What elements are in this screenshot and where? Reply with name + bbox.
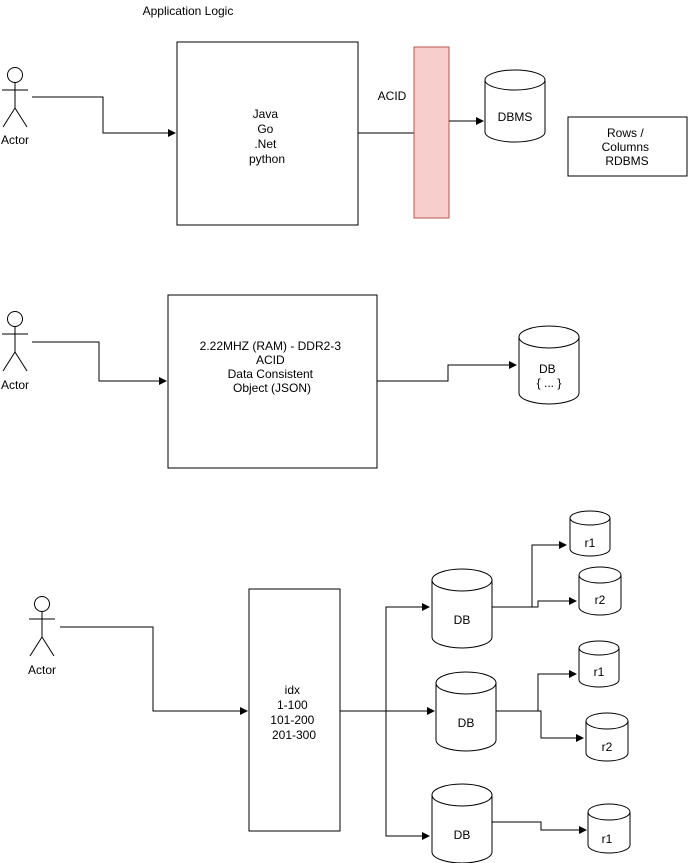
memory-line-3: ACID [256, 353, 285, 367]
memory-db-box [167, 294, 378, 469]
idx-line-3: 101-200 [270, 713, 314, 727]
replica-2b-cylinder [585, 712, 629, 762]
replica-2b-label: r2 [602, 740, 613, 754]
db1-to-r2-edge [532, 597, 577, 608]
json-db-line-2: { ... } [537, 376, 562, 390]
idx-line-1: idx [285, 683, 300, 697]
idx-line-4: 201-300 [272, 728, 316, 742]
idx-to-db3-edge [385, 711, 430, 840]
db3-to-r1-edge [492, 821, 587, 834]
shard-db-2-cylinder [435, 671, 497, 752]
replica-2a-label: r1 [594, 665, 605, 679]
replica-1b-label: r2 [595, 593, 606, 607]
db2-to-r2-edge [538, 710, 584, 742]
actor-1 [2, 67, 28, 128]
acid-layer-bar [413, 46, 450, 219]
app-lang-dotnet: .Net [254, 137, 277, 151]
actor-2-to-box-edge [32, 341, 167, 385]
rdbms-line-1: Rows / [607, 126, 644, 140]
replica-1b-cylinder [578, 566, 622, 616]
idx-line-2: 1-100 [277, 698, 308, 712]
actor-1-label: Actor [1, 133, 29, 147]
replica-3a-label: r1 [602, 832, 613, 846]
actor-3 [29, 596, 55, 657]
shard-db-1-cylinder [431, 568, 493, 649]
replica-2a-cylinder [578, 640, 620, 688]
json-db-text: DB { ... } [537, 362, 562, 390]
diagram-title: Application Logic [143, 4, 234, 18]
dbms-label: DBMS [498, 110, 533, 124]
index-router-text: idx 1-100 101-200 201-300 [270, 683, 317, 742]
shard-db-3-label: DB [454, 828, 471, 842]
box-to-db-edge [377, 361, 517, 382]
actor-2-label: Actor [1, 378, 29, 392]
replica-1a-label: r1 [585, 536, 596, 550]
replica-3a-cylinder [587, 803, 631, 854]
app-lang-python: python [249, 152, 285, 166]
acid-label: ACID [378, 89, 407, 103]
memory-db-text: 2.22MHZ (RAM) - DDR2-3 ACID Data Consist… [200, 339, 345, 395]
rdbms-line-2: Columns [602, 140, 649, 154]
memory-line-4: Data Consistent [228, 367, 314, 381]
shard-db-1-label: DB [454, 613, 471, 627]
actor-2 [2, 311, 28, 372]
dbms-cylinder [484, 69, 546, 143]
json-db-cylinder [518, 325, 580, 405]
app-lang-java: Java [253, 107, 279, 121]
app-logic-text: Java Go .Net python [249, 107, 285, 166]
index-router-box [248, 588, 341, 832]
replica-1a-cylinder [569, 510, 611, 557]
db1-to-r1-edge [492, 541, 567, 608]
json-db-line-1: DB [539, 362, 556, 376]
memory-line-1: 2.22MHZ (RAM) - DDR2-3 [200, 339, 342, 353]
rdbms-text: Rows / Columns RDBMS [602, 126, 653, 168]
memory-line-6: Object (JSON) [233, 381, 311, 395]
db2-to-r1-edge [496, 670, 577, 712]
app-lang-go: Go [257, 122, 273, 136]
rdbms-box [567, 116, 688, 177]
shard-db-2-label: DB [458, 716, 475, 730]
actor-3-label: Actor [28, 663, 56, 677]
actor-3-to-idx-edge [60, 626, 248, 715]
idx-to-db1-edge [340, 603, 430, 712]
shard-db-3-cylinder [431, 783, 493, 863]
rdbms-line-3: RDBMS [605, 154, 648, 168]
app-logic-box [176, 41, 359, 226]
actor-1-to-app-edge [32, 96, 176, 137]
